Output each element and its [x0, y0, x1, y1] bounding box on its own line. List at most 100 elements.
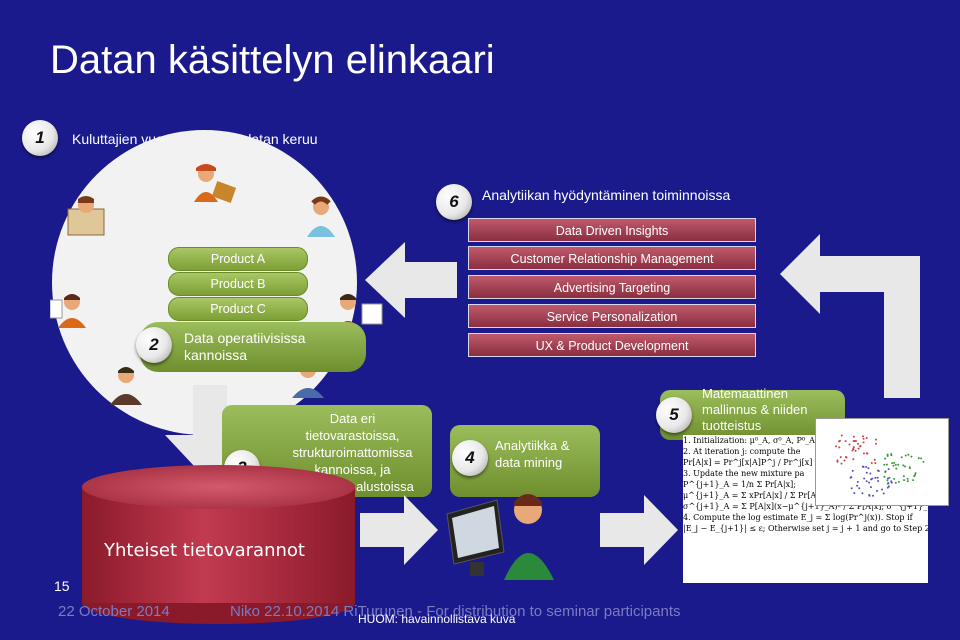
scatter-point [852, 458, 855, 461]
product-b: Product B [168, 272, 308, 296]
step-2-line2: kannoissa [184, 347, 248, 363]
algo-line: 4. Compute the log estimate E_j = Σ log(… [683, 513, 913, 522]
scatter-point [862, 465, 865, 468]
person-suit-icon [110, 367, 142, 405]
scatter-point [870, 478, 873, 481]
scatter-point [840, 434, 843, 437]
scatter-point [873, 458, 876, 461]
scatter-point [886, 455, 889, 458]
scatter-point [875, 442, 878, 445]
step-3-line4: kannoissa, ja [314, 462, 391, 477]
algo-line: Pr[A|x] = Pr^j[x|A]P^j / Pr^j[x] [683, 458, 813, 467]
scatter-point [844, 440, 847, 443]
scatter-point [908, 467, 911, 470]
step-6-badge: 6 [436, 184, 472, 220]
scatter-point [859, 445, 862, 448]
scatter-point [883, 475, 886, 478]
scatter-point [884, 470, 887, 473]
scatter-point [861, 492, 864, 495]
scatter-point [902, 475, 905, 478]
person-headset-icon [307, 196, 335, 237]
scatter-point [895, 467, 898, 470]
step-5-line2: mallinnus & niiden [702, 402, 808, 417]
footer-center: Niko 22.10.2014 RiTurunen - For distribu… [230, 603, 681, 620]
step-6-label: Analytiikan hyödyntäminen toiminnoissa [482, 187, 731, 203]
scatter-point [893, 461, 896, 464]
scatter-point [865, 480, 868, 483]
arrow-right-1-icon [360, 495, 438, 565]
scatter-point [862, 441, 865, 444]
scatter-point [897, 480, 900, 483]
scatter-point [903, 479, 906, 482]
scatter-point [854, 449, 857, 452]
scatter-point [862, 437, 865, 440]
scatter-point [843, 459, 846, 462]
step-3-line2: tietovarastoissa, [305, 428, 400, 443]
scatter-point [886, 479, 889, 482]
scatter-point [877, 470, 880, 473]
scatter-point [852, 446, 855, 449]
scatter-point [853, 440, 856, 443]
scatter-point [839, 456, 842, 459]
step-4-badge: 4 [452, 440, 488, 476]
step-4-line1: Analytiikka & [495, 438, 570, 453]
scatter-point [900, 456, 903, 459]
scatter-point [856, 484, 859, 487]
scatter-point [907, 453, 910, 456]
person-writing-icon [50, 294, 86, 328]
scatter-point [897, 463, 900, 466]
scatter-point [876, 476, 879, 479]
scatter-point [904, 465, 907, 468]
scatter-point [884, 457, 887, 460]
scatter-point [856, 480, 859, 483]
scatter-point [851, 449, 854, 452]
scatter-point [890, 480, 893, 483]
scatter-point [865, 452, 868, 455]
scatter-point [887, 468, 890, 471]
scatter-point [874, 462, 877, 465]
scatter-point [886, 453, 889, 456]
step-4-line2: data mining [495, 455, 563, 470]
scatter-point [875, 489, 878, 492]
scatter-point [914, 473, 917, 476]
insight-ux: UX & Product Development [468, 333, 756, 357]
arrow-right-2-icon [600, 495, 678, 565]
scatter-point [912, 479, 915, 482]
scatter-point [875, 438, 878, 441]
algo-line: 1. Initialization: μ⁰_A, σ⁰_A, P⁰_A, μ [683, 436, 826, 445]
scatter-point [870, 462, 873, 465]
scatter-point [838, 439, 841, 442]
step-5-label: Matemaattinen mallinnus & niiden tuottei… [702, 386, 808, 434]
algo-line: 2. At iteration j: compute the [683, 447, 801, 456]
scatter-point [835, 445, 838, 448]
scatter-point [857, 447, 860, 450]
step-3-line3: strukturoimattomissa [292, 445, 413, 460]
step-2-label: Data operatiivisissa kannoissa [184, 330, 305, 364]
scatter-point [852, 435, 855, 438]
scatter-point [890, 453, 893, 456]
scatter-point [867, 467, 870, 470]
scatter-point [863, 477, 866, 480]
scatter-point [882, 492, 885, 495]
step-2-badge: 2 [136, 327, 172, 363]
scatter-point [881, 488, 884, 491]
database-label: Yhteiset tietovarannot [104, 540, 305, 561]
product-a: Product A [168, 247, 308, 271]
scatter-point [865, 436, 868, 439]
scatter-point [838, 446, 841, 449]
insight-crm: Customer Relationship Management [468, 246, 756, 270]
algo-line: σ^{j+1}_A = Σ P[A|x](x−μ^{j+1}_A)² / Σ P… [683, 502, 928, 511]
scatter-point [861, 435, 864, 438]
algo-line: P^{j+1}_A = 1/n Σ Pr[A|x]; [683, 480, 796, 489]
scatter-point [869, 472, 872, 475]
scatter-point [887, 482, 890, 485]
scatter-point [886, 486, 889, 489]
scatter-point [844, 455, 847, 458]
cluster-scatter-plot [815, 418, 949, 506]
step-5-line3: tuotteistus [702, 418, 762, 433]
scatter-point [893, 477, 896, 480]
scatter-point [865, 471, 868, 474]
scatter-point [914, 472, 917, 475]
scatter-point [904, 454, 907, 457]
scatter-point [906, 477, 909, 480]
